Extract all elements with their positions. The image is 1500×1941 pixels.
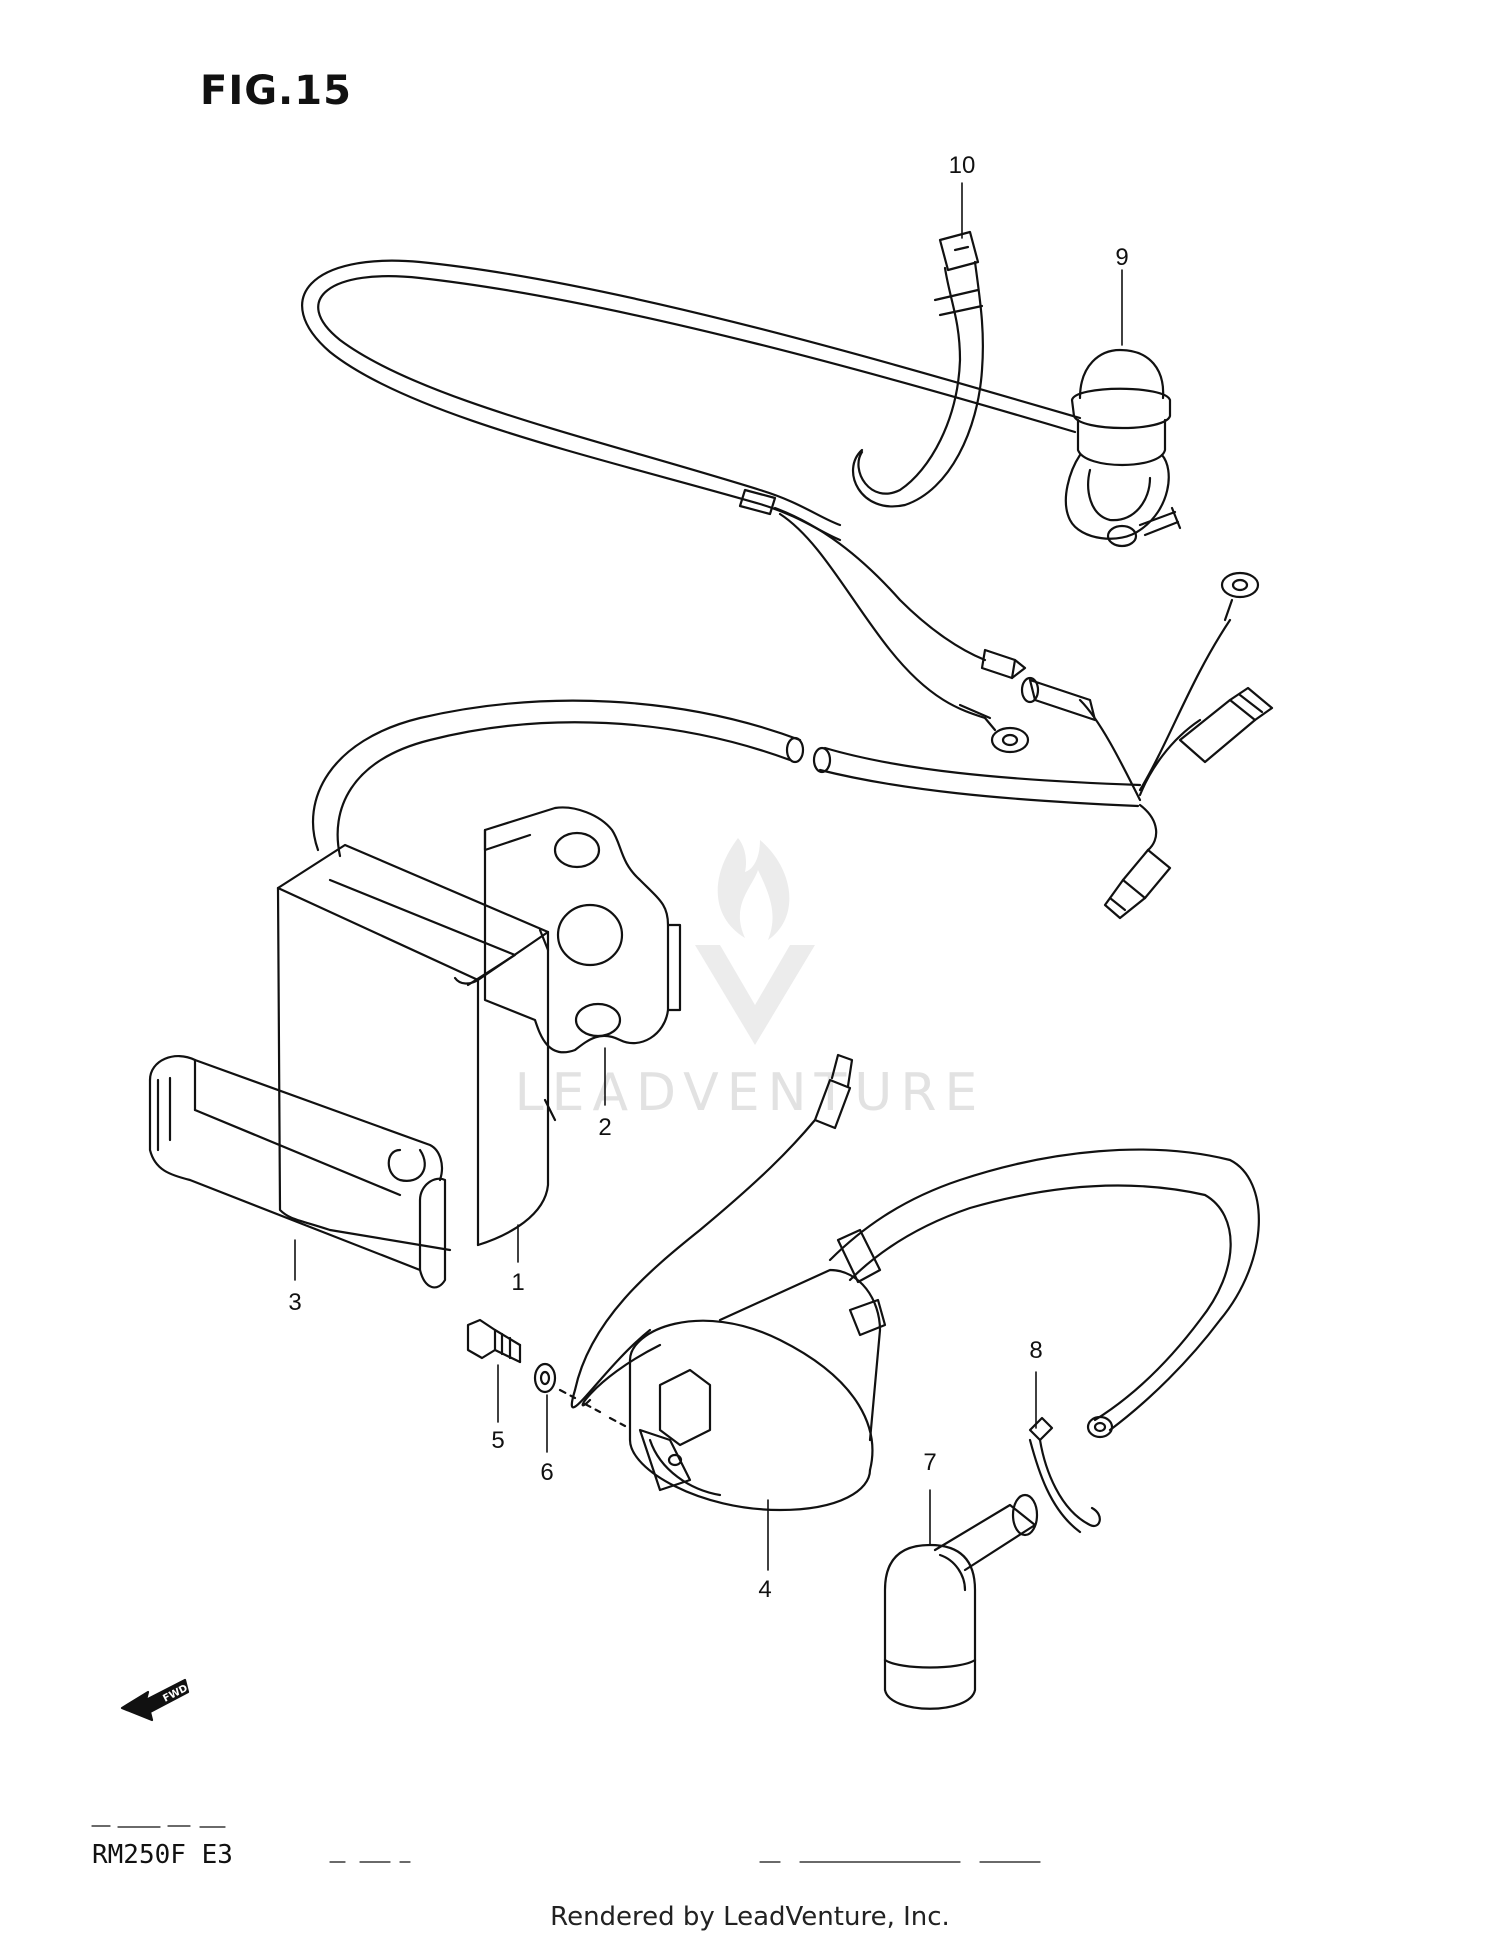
callout-6: 6 [540,1459,553,1486]
callout-4: 4 [758,1576,771,1603]
callout-8: 8 [1029,1337,1042,1364]
footer-credit: Rendered by LeadVenture, Inc. [550,1902,950,1932]
scan-marks [91,1825,1041,1863]
callout-1: 1 [511,1269,524,1296]
forward-arrow: FWD [120,1678,190,1722]
callout-3: 3 [288,1289,301,1316]
callout-10: 10 [949,152,976,179]
figure-title: FIG.15 [200,68,352,114]
wire-clip [1028,1416,1101,1534]
callout-5: 5 [491,1427,504,1454]
ignition-coil [570,1053,1260,1512]
kill-switch-harness [301,259,1082,754]
watermark-text: LEADVENTURE [515,1063,986,1123]
mounting-band [148,1055,447,1289]
bolt [466,1318,522,1364]
model-code: RM250F E3 [92,1840,233,1870]
cdi-unit [276,843,557,1252]
callout-7: 7 [923,1449,936,1476]
cdi-wiring [311,571,1274,920]
spark-plug-cap [883,1493,1039,1710]
leader-lines [294,182,1123,1571]
watermark: LEADVENTURE [515,838,986,1123]
kill-switch-button [1064,348,1182,548]
callout-numbers: 1 2 3 4 5 6 7 8 9 10 [288,152,1128,1603]
washer [533,1362,627,1428]
callout-2: 2 [598,1114,611,1141]
handlebar-clamp-strap [852,230,984,508]
callout-9: 9 [1115,244,1128,271]
gasket-plate [483,806,682,1054]
